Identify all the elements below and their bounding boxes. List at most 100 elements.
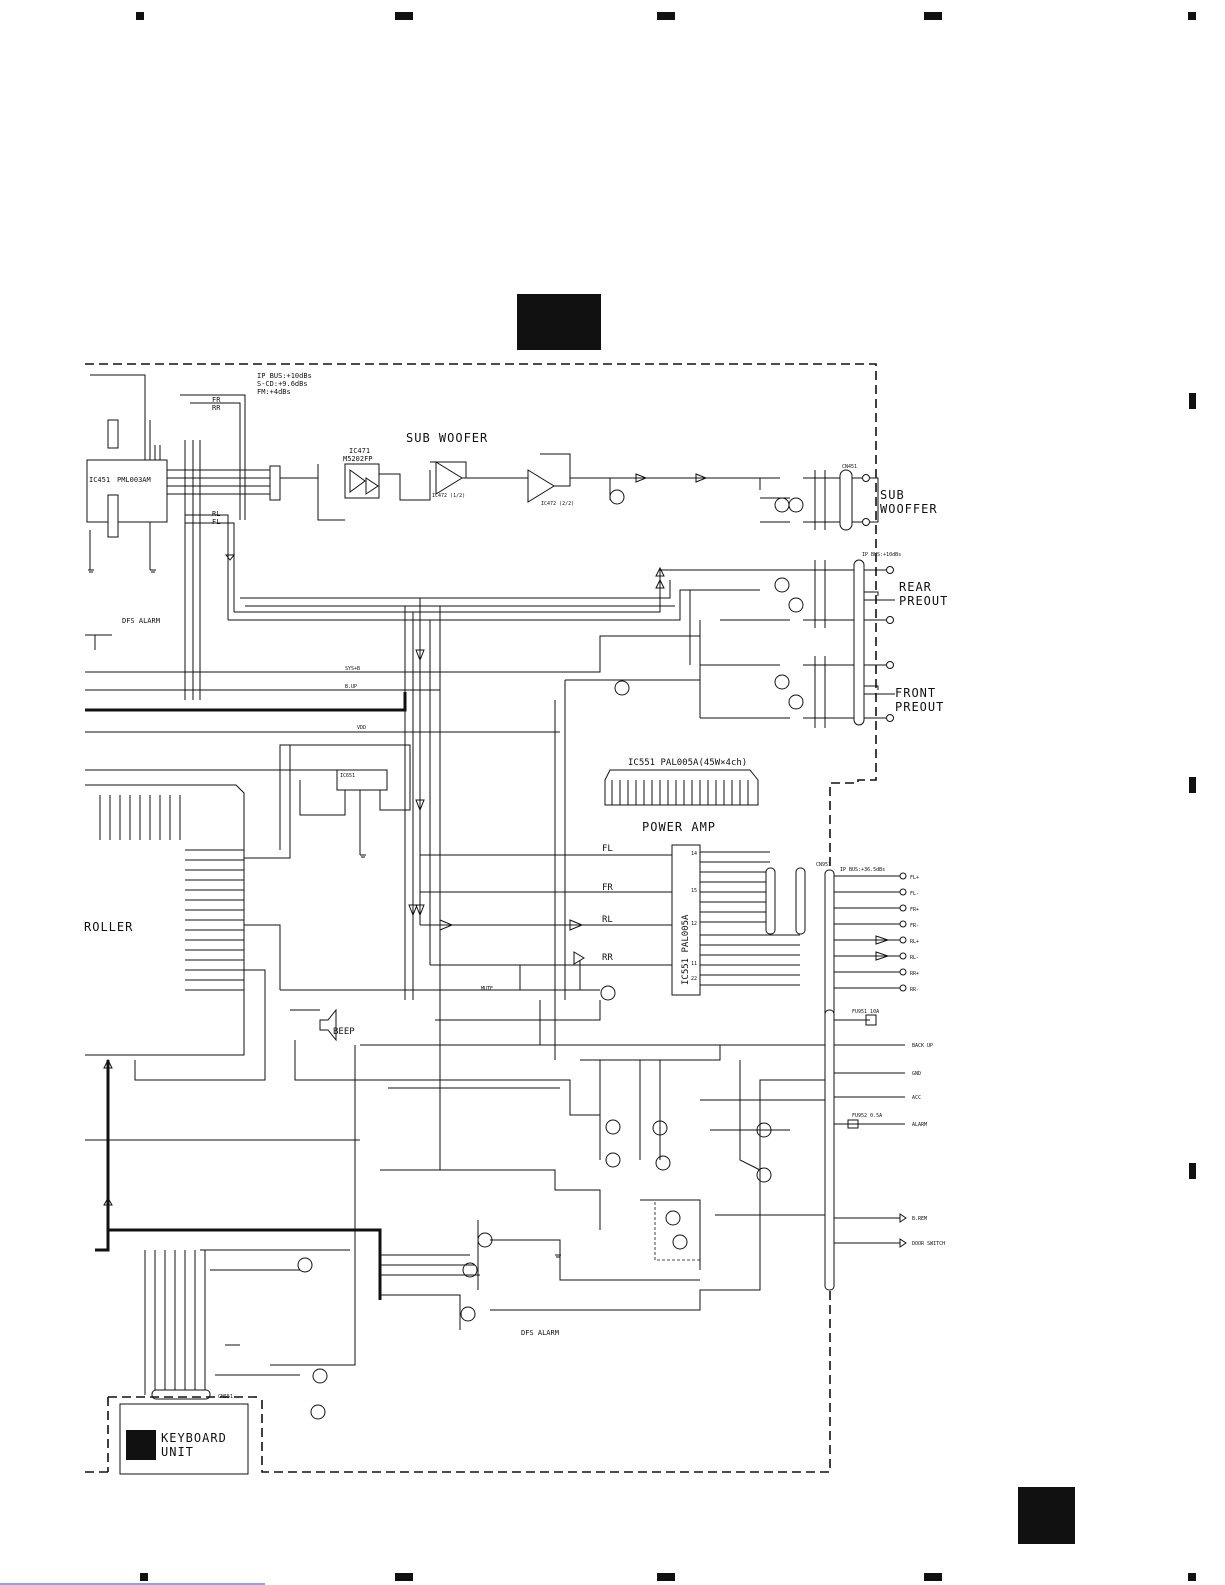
rail-label-sysb: SYS+B xyxy=(345,666,360,672)
amp-pin-14: 14 xyxy=(691,851,697,857)
registration-mark xyxy=(1188,1573,1196,1581)
signal-label-rl: RL xyxy=(212,510,220,518)
wire xyxy=(85,620,701,673)
wire xyxy=(565,590,701,718)
ip-bus-speaker-label: IP BUS:+36.5dBs xyxy=(840,867,885,873)
transistor-block-rear xyxy=(700,560,855,628)
wire xyxy=(864,591,895,695)
speaker-out-rr-plus: RR+ xyxy=(910,971,919,977)
ic472a-label: IC472 (1/2) xyxy=(432,493,465,499)
keyboard-unit-box xyxy=(119,1403,249,1475)
speaker-out-fr-plus: FR+ xyxy=(910,907,919,913)
amp-pin-22: 22 xyxy=(691,976,697,982)
arrow xyxy=(899,1213,907,1248)
ic551-pins xyxy=(611,780,749,805)
fuse-fu952 xyxy=(847,1119,859,1129)
controller-pins xyxy=(185,849,244,991)
power-wires xyxy=(834,1019,905,1244)
wire xyxy=(852,477,879,523)
fuse-label: FU951 10A xyxy=(852,1009,879,1015)
mute-label: MUTE xyxy=(481,986,493,992)
arrow xyxy=(655,566,665,589)
power-connector xyxy=(824,1009,835,1291)
fuse-fu951 xyxy=(865,1014,877,1026)
wire xyxy=(360,680,825,1060)
speaker-out-rl-plus: RL+ xyxy=(910,939,919,945)
controller-label: ROLLER xyxy=(84,920,133,934)
amp-pin-11: 11 xyxy=(691,961,697,967)
speaker-out-fl-plus: FL+ xyxy=(910,875,919,881)
power-out-gnd: GND xyxy=(912,1071,921,1077)
controller-pins xyxy=(99,795,181,840)
power-out-alarm: ALARM xyxy=(912,1122,927,1128)
rail-label-vdd: VDD xyxy=(357,725,366,731)
arrow xyxy=(224,554,236,561)
power-out-acc: ACC xyxy=(912,1095,921,1101)
wire xyxy=(184,440,201,700)
jack xyxy=(886,566,894,574)
ic551-body-label: IC551 PAL005A xyxy=(681,914,691,985)
keyboard-line1: KEYBOARD xyxy=(161,1431,227,1445)
arrow xyxy=(439,919,585,965)
ic551-body xyxy=(671,844,701,996)
bus-wire xyxy=(85,692,407,712)
wire xyxy=(430,453,571,487)
transistor xyxy=(310,1404,326,1420)
signal-label-rr: RR xyxy=(212,404,221,412)
wire xyxy=(864,569,886,719)
speaker-out-rr-minus: RR- xyxy=(910,987,919,993)
wire xyxy=(570,477,761,500)
amp-pin-12: 12 xyxy=(691,921,697,927)
wire xyxy=(90,374,146,460)
cn552-tube xyxy=(795,867,806,935)
jack xyxy=(862,518,870,526)
ic451-ref: IC451 xyxy=(89,476,110,484)
wire xyxy=(404,598,441,1170)
registration-mark xyxy=(657,1573,675,1581)
ic451-pin-block xyxy=(107,419,119,449)
signal-label-fl: FL xyxy=(212,518,220,526)
dfs-alarm-top: DFS ALARM xyxy=(122,617,160,625)
wire xyxy=(290,1009,420,1081)
power-out-backup: BACK UP xyxy=(912,1043,933,1049)
ic551-package xyxy=(604,769,759,806)
power-out-door: DOOR SWITCH xyxy=(912,1241,945,1247)
speaker-out-rl-minus: RL- xyxy=(910,955,919,961)
section-block-top xyxy=(517,294,601,350)
jack xyxy=(862,474,870,482)
wire xyxy=(700,1060,825,1216)
cn951-label: CN951 xyxy=(816,862,831,868)
opamp-symbol xyxy=(365,477,379,495)
keyboard-wires xyxy=(144,1250,206,1395)
sub-woofer-out-2: WOOFFER xyxy=(880,502,938,516)
opamp-symbol xyxy=(349,469,366,493)
wire xyxy=(380,1254,480,1330)
bus-wire xyxy=(95,1060,382,1300)
registration-mark xyxy=(395,1573,413,1581)
keyboard-line2: UNIT xyxy=(161,1445,194,1459)
cn451-preout-connector xyxy=(853,559,865,726)
dfs-alarm-bottom: DFS ALARM xyxy=(521,1329,559,1337)
registration-mark xyxy=(924,12,942,20)
power-out-brem: B.REM xyxy=(912,1216,927,1222)
wire xyxy=(490,1079,825,1311)
ic472a-opamp xyxy=(435,461,463,495)
ic471-part: M5202FP xyxy=(343,455,373,463)
registration-mark xyxy=(1189,393,1196,409)
fuse2-label: FU952 0.5A xyxy=(852,1113,882,1119)
wire xyxy=(228,589,760,621)
wire xyxy=(167,469,270,495)
transistor xyxy=(312,1368,328,1384)
registration-mark xyxy=(1189,1163,1196,1179)
jack xyxy=(886,714,894,722)
registration-mark xyxy=(657,12,675,20)
wire xyxy=(580,1045,721,1160)
level-note-2: S-CD:+9.6dBs xyxy=(257,380,308,388)
ic472b-label: IC472 (2/2) xyxy=(541,501,574,507)
beep-label: BEEP xyxy=(333,1027,355,1037)
front-preout-2: PREOUT xyxy=(895,700,944,714)
wire xyxy=(388,1079,600,1116)
wire xyxy=(200,1249,350,1271)
